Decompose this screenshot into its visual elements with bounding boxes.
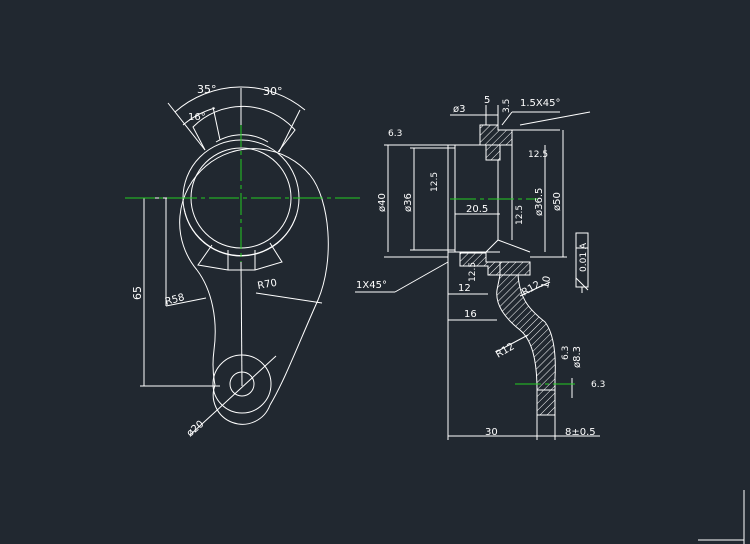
angle-arc-outer: [174, 86, 306, 113]
angle-arc-inner: [182, 107, 216, 126]
dim-16-label: 16: [464, 309, 477, 320]
front-centerlines: [125, 125, 360, 262]
chamfer-top-leader-2: [501, 111, 513, 126]
dim-r70-label: R70: [257, 278, 278, 292]
dim-65-label: 65: [131, 286, 144, 300]
front-view: [140, 86, 329, 436]
inner-ring: [183, 207, 297, 256]
angle-ext-right: [278, 109, 301, 153]
dim-d50-label: ø50: [552, 192, 563, 211]
dim-12-label: 12: [458, 283, 471, 294]
section-centerlines: [450, 198, 575, 385]
section-view: [355, 105, 745, 544]
hub-right-step: [497, 239, 531, 253]
dim-r12-up-leader: [519, 281, 551, 297]
chamfer-bottom-label: 1X45°: [356, 280, 387, 291]
dim-d36-5-label: ø36.5: [534, 188, 545, 216]
lower-boss: [212, 384, 271, 425]
rough-12-5-mid-label: 12.5: [515, 205, 525, 225]
dim-30-label: 30: [485, 427, 498, 438]
upper-slot: [192, 105, 296, 153]
rough-top-leader: [519, 111, 591, 126]
dim-r58-label: R58: [164, 292, 186, 308]
dim-d36-label: ø36: [403, 193, 414, 212]
upper-slot-inner: [215, 134, 269, 143]
rough-12-5-right-label: 12.5: [528, 150, 548, 160]
tolerance-datum-line: [575, 277, 589, 291]
arm-right-contour: [269, 174, 329, 406]
chamfer-bottom-leader-2: [394, 261, 449, 293]
rough-6-3-end-label: 6.3: [591, 380, 605, 390]
arm-left-contour: [196, 269, 216, 386]
angle-ext-16: [212, 106, 221, 141]
angle-30-label: 30°: [263, 85, 283, 98]
rough-6-3-top-label: 6.3: [388, 129, 402, 139]
dim-d20-leader: [189, 355, 277, 436]
dim-d8-label: ø8.3: [572, 346, 583, 368]
dim-10-label: 10: [540, 275, 553, 289]
angle-16-label: 16°: [188, 112, 206, 123]
dim-r58-base: [165, 297, 207, 307]
rough-12-5-bore-label: 12.5: [430, 172, 440, 192]
rough-6-3-mid-label: 6.3: [561, 346, 571, 360]
dim-3-5-label: 3.5: [502, 99, 512, 113]
angle-35-label: 35°: [197, 83, 217, 96]
dim-r70-leader: [255, 292, 323, 304]
dim-8-label: 8±0.5: [565, 427, 596, 438]
boss-outer-arc: [179, 148, 311, 271]
rough-12-5-low-label: 12.5: [468, 262, 478, 282]
dim-d40-label: ø40: [377, 193, 388, 212]
dim-d3-label: ø3: [453, 104, 465, 115]
tolerance-value-label: 0.01 A: [579, 242, 589, 272]
dim-20-5-label: 20.5: [466, 204, 488, 215]
arm-centerline: [240, 261, 243, 387]
chamfer-top-label: 1.5X45°: [520, 98, 560, 109]
dim-r12-leader: [495, 334, 529, 353]
dim-5-label: 5: [484, 95, 490, 106]
angle-ext-left: [167, 102, 206, 151]
bottom-right-section: [499, 261, 531, 276]
